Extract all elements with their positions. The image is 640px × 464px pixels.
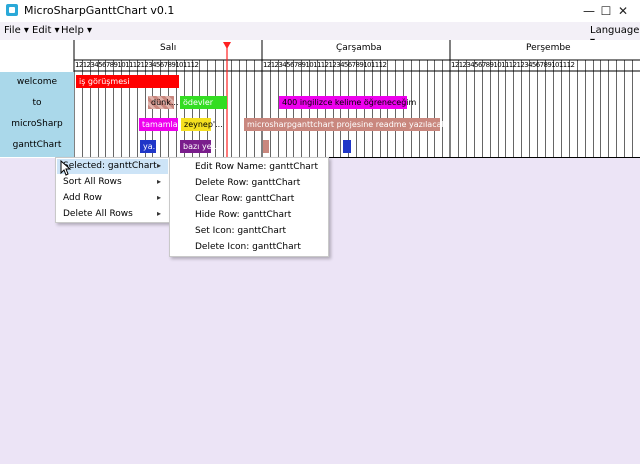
menu-item-label: Add Row xyxy=(63,193,103,203)
task-bar[interactable]: ödevler xyxy=(180,96,227,109)
task-bar[interactable] xyxy=(343,140,351,153)
task-bar[interactable]: zeynep'... xyxy=(181,118,223,131)
day-label: Çarşamba xyxy=(336,43,382,53)
task-bar[interactable]: dünk... xyxy=(148,96,178,109)
chevron-right-icon: ▸ xyxy=(156,161,161,170)
task-bar[interactable]: ya... xyxy=(140,140,160,153)
menu-item-delete-all-rows[interactable]: Delete All Rows xyxy=(63,209,133,219)
title-bar: MicroSharpGanttChart v0.1 — xyxy=(0,0,640,22)
menu-item-label: Delete All Rows xyxy=(63,209,133,219)
row-context-menu: Selected: ganttChart ▸ Sort All Rows ▸ A… xyxy=(55,157,170,223)
menu-bar: File ▾ Edit ▾ Help ▾ Language ▾ xyxy=(0,22,640,47)
menu-item-delete-row[interactable]: Delete Row: ganttChart xyxy=(195,178,301,188)
minimize-button[interactable]: — xyxy=(583,4,595,18)
row-label-welcome[interactable]: welcome xyxy=(0,72,74,94)
menu-file-label: File xyxy=(4,25,21,36)
hour-ticks: 12123456789101112123456789101112 xyxy=(75,61,199,69)
menu-item-sort-all-rows[interactable]: Sort All Rows xyxy=(63,177,122,187)
task-bar[interactable] xyxy=(263,140,269,153)
app-icon xyxy=(6,4,18,16)
close-button[interactable]: ✕ xyxy=(617,4,629,18)
chevron-down-icon: ▾ xyxy=(20,25,29,36)
row-label-microsharp[interactable]: microSharp xyxy=(0,114,74,136)
menu-item-selected[interactable]: Selected: ganttChart xyxy=(63,161,157,171)
maximize-button[interactable]: ☐ xyxy=(600,4,612,18)
hour-ticks: 12123456789101112123456789101112 xyxy=(451,61,575,69)
mouse-cursor-icon xyxy=(60,159,72,176)
hour-ticks: 12123456789101112123456789101112 xyxy=(263,61,387,69)
menu-language-label: Language xyxy=(590,25,640,36)
menu-item-set-icon[interactable]: Set Icon: ganttChart xyxy=(195,226,287,236)
task-bar[interactable]: 400 ingilizce kelime öğreneceğim xyxy=(279,96,416,109)
row-label-to[interactable]: to xyxy=(0,93,74,115)
menu-file[interactable]: File ▾ xyxy=(4,25,29,36)
menu-edit-label: Edit xyxy=(32,25,52,36)
menu-item-label: Sort All Rows xyxy=(63,177,122,187)
gantt-chart[interactable]: Salı Çarşamba Perşembe 12123456789101112… xyxy=(0,40,640,158)
task-bar[interactable]: tamamla... xyxy=(139,118,185,131)
chevron-right-icon: ▸ xyxy=(156,177,161,186)
task-bar[interactable]: microsharpganttchart projesine readme ya… xyxy=(244,118,446,131)
menu-item-clear-row[interactable]: Clear Row: ganttChart xyxy=(195,194,295,204)
menu-item-edit-row-name[interactable]: Edit Row Name: ganttChart xyxy=(195,162,319,172)
menu-edit[interactable]: Edit ▾ xyxy=(32,25,60,36)
context-menu-highlight xyxy=(57,159,168,174)
menu-help-label: Help xyxy=(61,25,84,36)
chevron-right-icon: ▸ xyxy=(156,193,161,202)
row-context-submenu: Edit Row Name: ganttChart Delete Row: ga… xyxy=(169,157,329,257)
chevron-right-icon: ▸ xyxy=(156,209,161,218)
task-bar[interactable]: bazı yer... xyxy=(180,140,222,153)
now-marker-icon xyxy=(223,42,231,49)
day-label: Salı xyxy=(160,43,177,53)
menu-help[interactable]: Help ▾ xyxy=(61,25,92,36)
task-bar[interactable]: iş görüşmesi xyxy=(76,75,179,88)
row-label-ganttchart[interactable]: ganttChart xyxy=(0,135,74,158)
day-label: Perşembe xyxy=(526,43,571,53)
window-title: MicroSharpGanttChart v0.1 xyxy=(24,4,175,17)
menu-item-add-row[interactable]: Add Row xyxy=(63,193,102,203)
menu-item-delete-icon[interactable]: Delete Icon: ganttChart xyxy=(195,242,301,252)
menu-item-label: Selected: ganttChart xyxy=(63,161,157,171)
menu-item-hide-row[interactable]: Hide Row: ganttChart xyxy=(195,210,292,220)
chevron-down-icon: ▾ xyxy=(83,25,93,36)
chevron-down-icon: ▾ xyxy=(51,25,60,36)
